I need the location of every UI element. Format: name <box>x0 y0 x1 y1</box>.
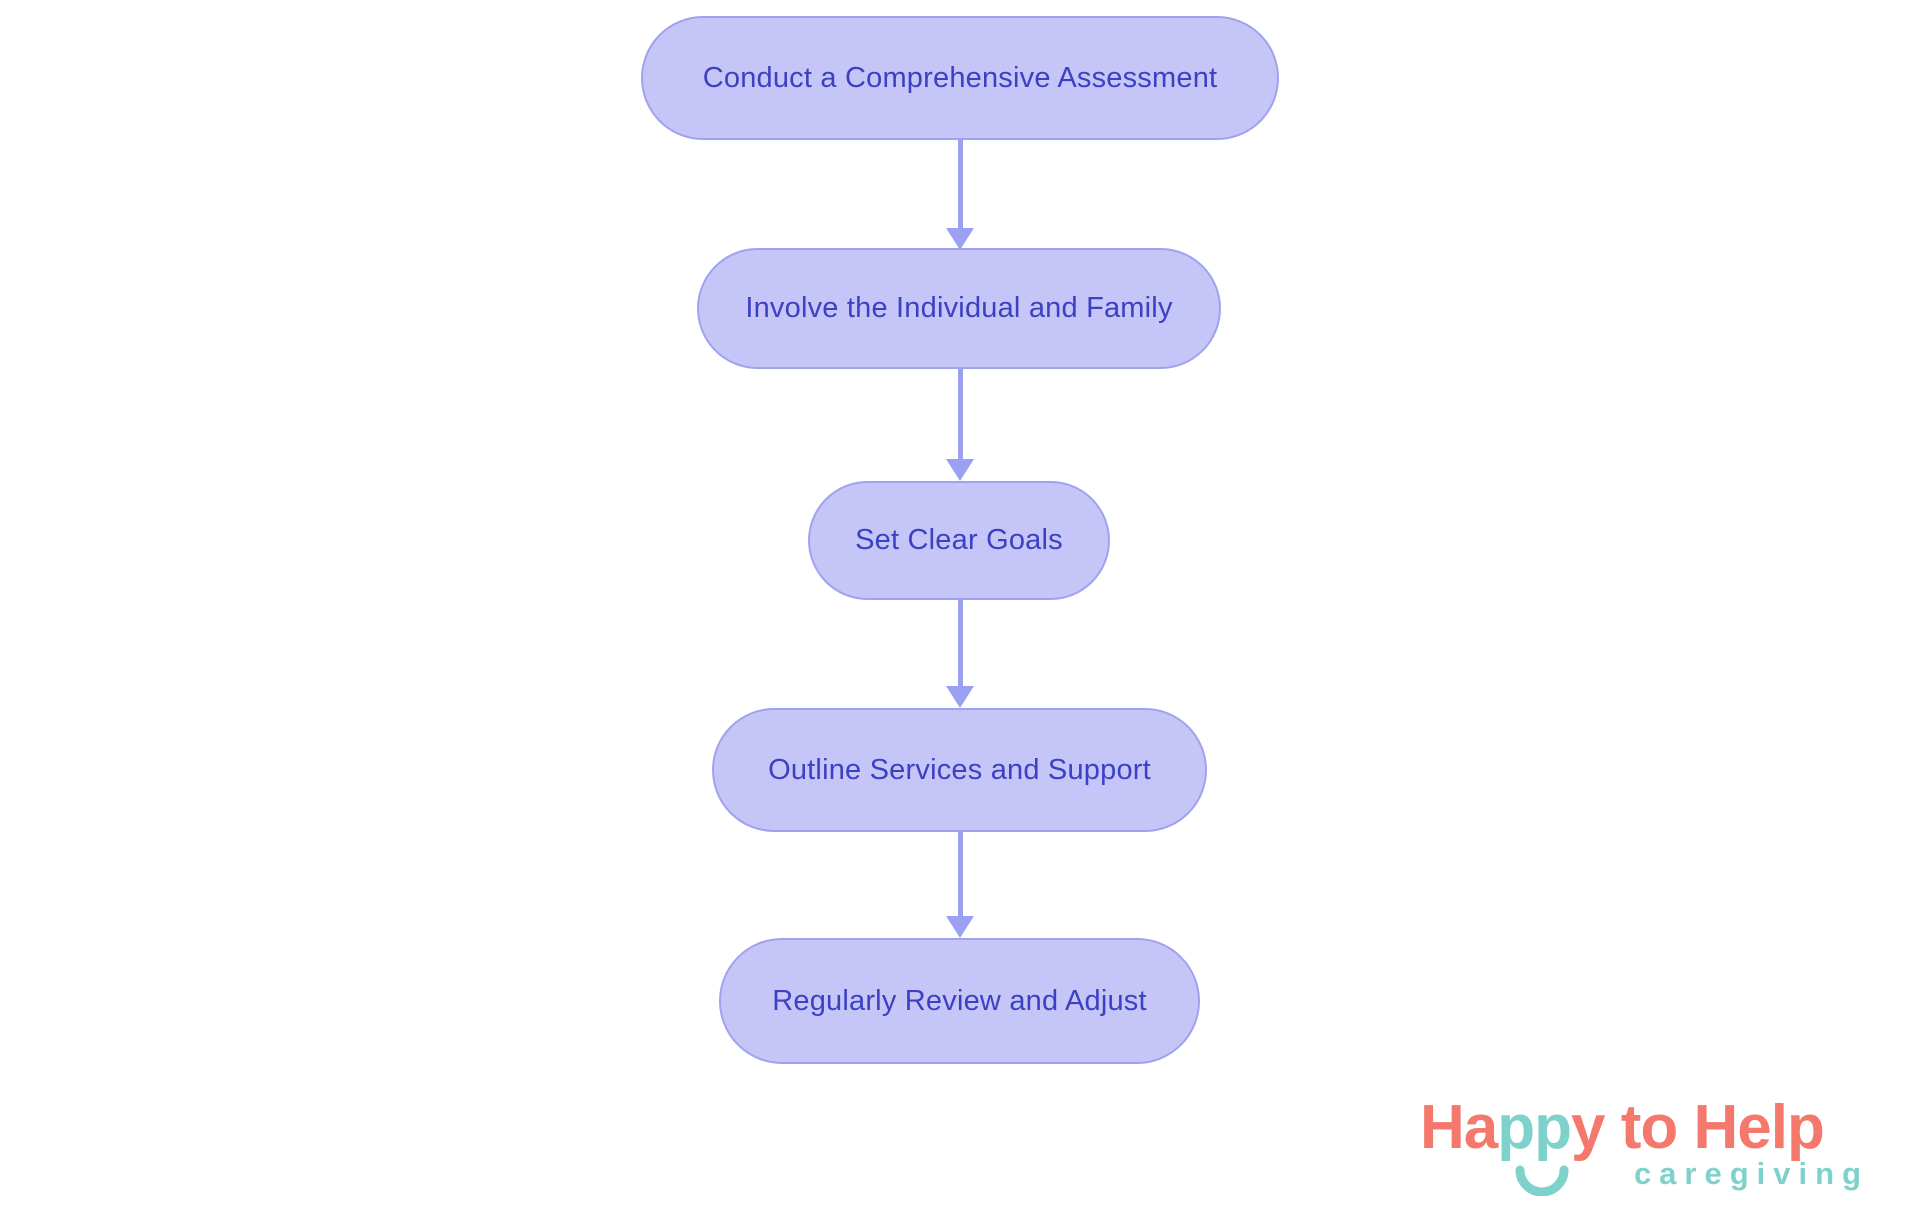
arrow-down-icon <box>946 459 974 481</box>
logo-title-part2: pp <box>1497 1093 1572 1162</box>
arrow-line <box>957 600 963 686</box>
flow-arrow-4 <box>946 832 974 938</box>
arrow-line <box>957 832 963 916</box>
flow-node-label: Regularly Review and Adjust <box>772 984 1147 1017</box>
flow-node-label: Outline Services and Support <box>768 753 1151 786</box>
flow-arrow-3 <box>946 600 974 708</box>
arrow-line <box>957 369 963 459</box>
arrow-line <box>957 140 963 228</box>
arrow-down-icon <box>946 228 974 250</box>
logo-title-part1: Ha <box>1420 1093 1498 1162</box>
arrow-down-icon <box>946 686 974 708</box>
logo-title: Happy to Help <box>1420 1096 1895 1160</box>
flow-node-set-clear-goals: Set Clear Goals <box>808 481 1110 600</box>
flow-arrow-2 <box>946 369 974 481</box>
logo-subtitle: caregiving <box>1633 1156 1869 1191</box>
flow-node-label: Involve the Individual and Family <box>745 292 1173 324</box>
flow-node-regularly-review-adjust: Regularly Review and Adjust <box>719 938 1200 1064</box>
flow-node-label: Conduct a Comprehensive Assessment <box>702 61 1218 94</box>
flow-node-outline-services-support: Outline Services and Support <box>712 708 1207 832</box>
flow-node-label: Set Clear Goals <box>855 524 1063 556</box>
logo-title-part3: y to Help <box>1571 1093 1825 1162</box>
smile-arc-icon <box>1515 1165 1569 1196</box>
flow-node-involve-individual-family: Involve the Individual and Family <box>697 248 1221 369</box>
flow-arrow-1 <box>946 140 974 250</box>
happy-to-help-logo: Happy to Help caregiving <box>1420 1096 1895 1196</box>
flow-node-conduct-comprehensive-assessment: Conduct a Comprehensive Assessment <box>641 16 1279 140</box>
arrow-down-icon <box>946 916 974 938</box>
